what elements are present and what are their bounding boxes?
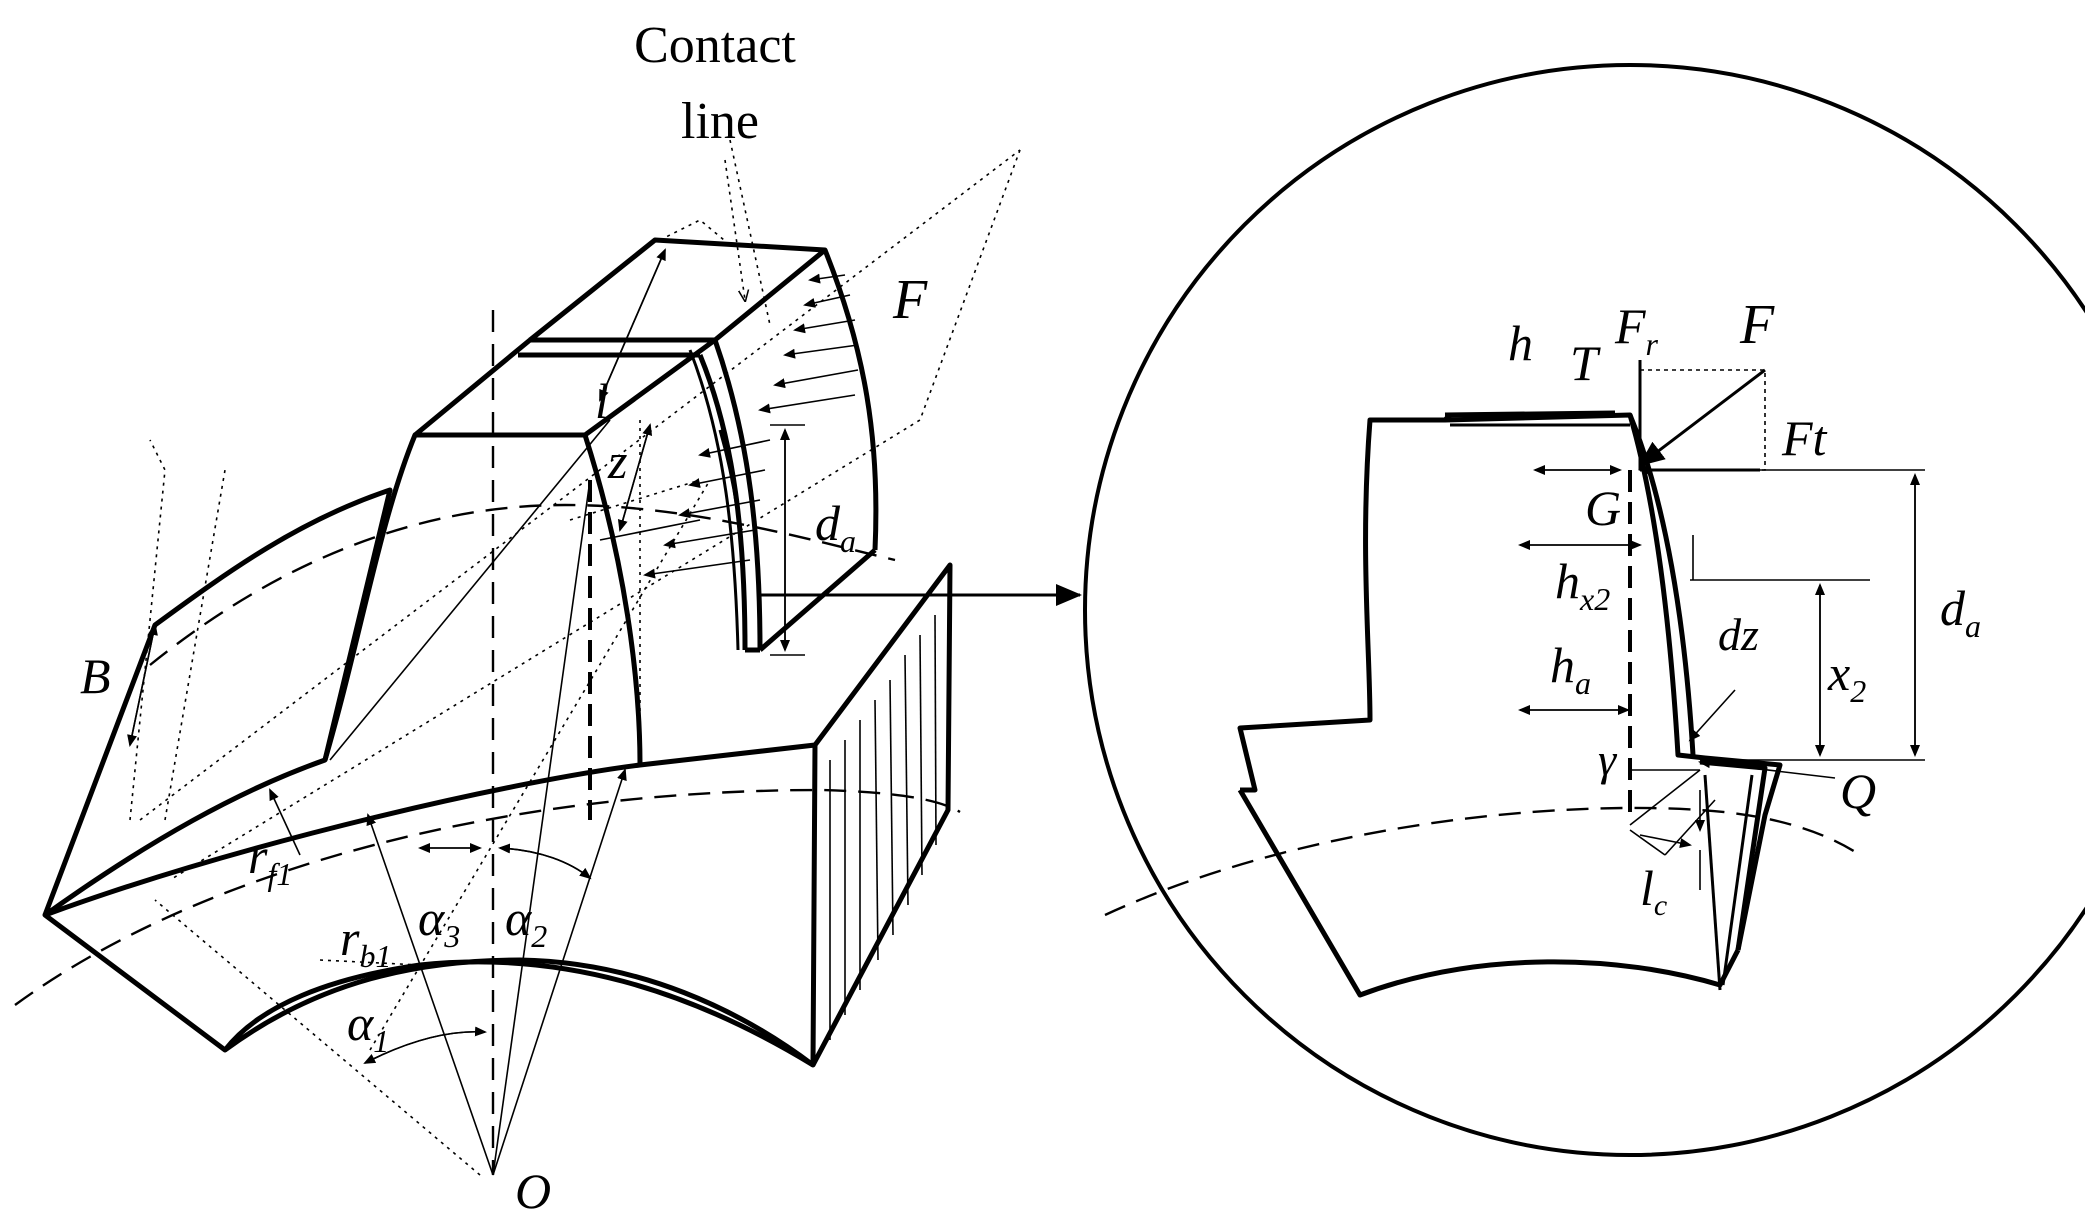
tooth-top xyxy=(413,337,718,438)
zoom-base xyxy=(1237,788,1741,998)
label-alpha2: α2 xyxy=(505,890,547,954)
rb1-radius xyxy=(366,813,494,1176)
label-alpha1: α1 xyxy=(347,995,389,1059)
label-da-left: da xyxy=(815,495,856,559)
label-gamma: γ xyxy=(1598,734,1618,785)
label-T: T xyxy=(1570,335,1601,391)
dashed-tip-arc xyxy=(149,503,896,666)
gear-tooth-3d xyxy=(14,139,1082,1176)
label-hx2: hx2 xyxy=(1555,553,1610,617)
label-F-left: F xyxy=(892,269,928,331)
zoom-circle xyxy=(1083,63,2085,1157)
label-G: G xyxy=(1585,480,1621,536)
label-l: l xyxy=(595,373,609,429)
force-F-arrow xyxy=(1638,368,1766,467)
zoom-tooth-body xyxy=(1237,412,1783,951)
label-B: B xyxy=(80,648,111,704)
dashed-pitch-arc xyxy=(14,788,961,1006)
q-pointer xyxy=(1698,758,1836,779)
label-Ft: Ft xyxy=(1781,410,1828,466)
contact-line-pointer xyxy=(724,159,745,300)
label-O: O xyxy=(515,1163,551,1219)
radius-to-tip xyxy=(492,768,627,1176)
dz-arrow xyxy=(1688,689,1736,742)
inner-arc xyxy=(223,957,815,1067)
end-face xyxy=(810,562,953,1067)
root-land-left xyxy=(42,487,393,918)
contact-line-label-1: Contact xyxy=(634,17,796,74)
zoom-detail xyxy=(1083,63,2085,1157)
base-ring xyxy=(42,742,818,1068)
label-Q: Q xyxy=(1840,763,1876,819)
labels: Contact line F l z da B rf1 rb1 α3 α2 α1… xyxy=(80,17,1981,1219)
label-F-right: F xyxy=(1739,294,1775,356)
contact-force-arrows xyxy=(643,273,859,579)
tooth-back-section xyxy=(528,237,828,342)
rf1-arrow xyxy=(269,788,301,856)
alpha2-arc xyxy=(499,847,592,880)
label-h: h xyxy=(1508,315,1533,371)
label-da-right: da xyxy=(1940,580,1981,644)
label-ha: ha xyxy=(1550,637,1591,701)
lc-dimension xyxy=(1639,834,1692,848)
label-x2: x2 xyxy=(1827,645,1866,709)
label-dz: dz xyxy=(1718,609,1759,660)
label-z: z xyxy=(607,433,627,489)
dotted-construction xyxy=(129,439,166,821)
contact-line-label-2: line xyxy=(681,93,759,150)
tooth-front-flank xyxy=(322,432,643,766)
label-rb1: rb1 xyxy=(340,910,391,974)
label-Fr: Fr xyxy=(1614,298,1659,362)
label-alpha3: α3 xyxy=(418,890,460,954)
label-lc: lc xyxy=(1640,860,1667,922)
label-rf1: rf1 xyxy=(248,828,292,892)
